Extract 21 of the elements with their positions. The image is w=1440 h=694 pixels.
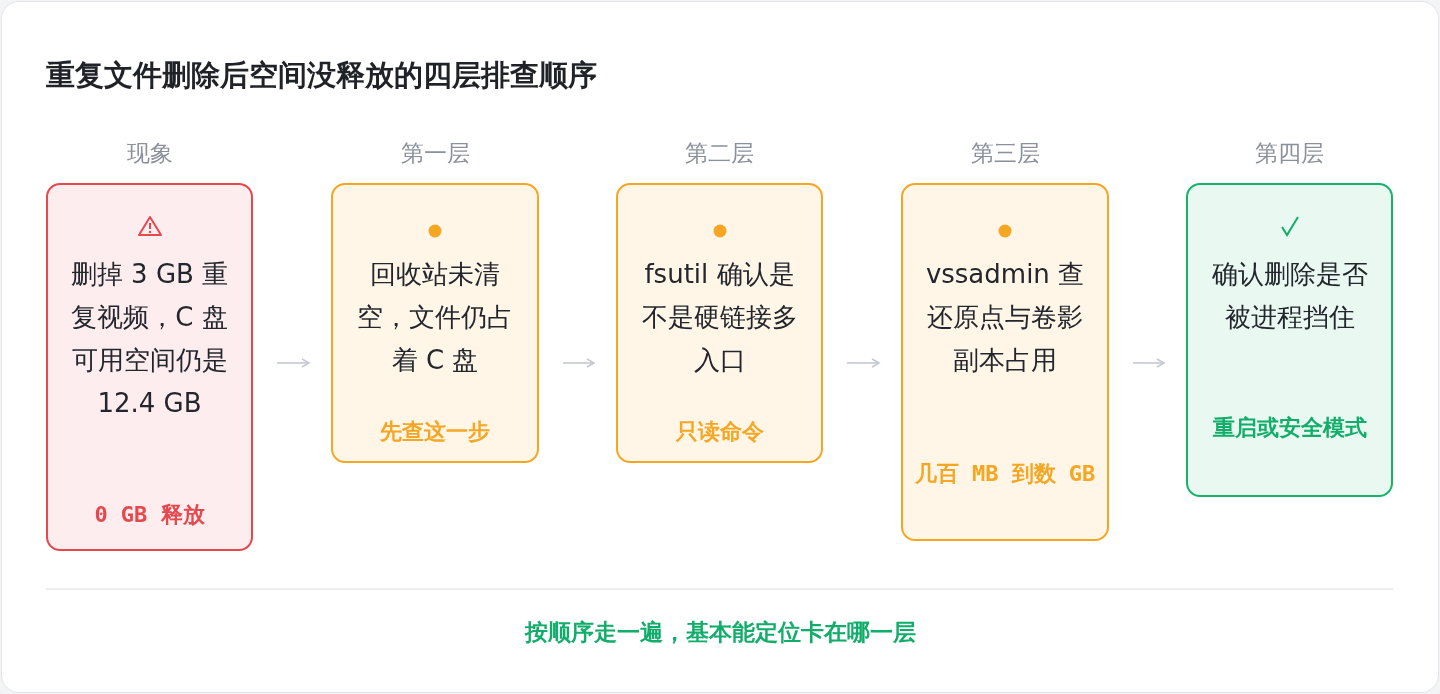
stage-label: 第二层 [684,139,755,168]
caption: 按顺序走一遍，基本能定位卡在哪一层 [523,618,917,647]
note-text: 先查这一步 [379,418,491,446]
note-text: 几百 MB 到数 GB [913,460,1097,488]
arrow [276,358,310,368]
note-text: 0 GB 释放 [93,501,206,529]
description-text: 确认删除是否被进程挡住 [1210,258,1369,334]
description-text: vssadmin 查还原点与卷影副本占用 [924,258,1086,377]
description-text: 删掉 3 GB 重复视频，C 盘可用空间仍是 12.4 GB [69,258,230,420]
arrow [1132,358,1165,368]
note-text: 重启或安全模式 [1211,414,1368,442]
description-text: fsutil 确认是不是硬链接多入口 [640,258,799,377]
description-text: 回收站未清空，文件仍占着 C 盘 [356,258,514,377]
arrow [846,358,880,368]
arrow [562,358,595,368]
stage-label: 第四层 [1254,139,1325,168]
title: 重复文件删除后空间没释放的四层排查顺序 [46,57,597,94]
stage-label: 第三层 [969,139,1041,168]
stage-label: 第一层 [399,139,471,168]
note-text: 只读命令 [674,418,765,446]
stage-label: 现象 [125,139,174,168]
